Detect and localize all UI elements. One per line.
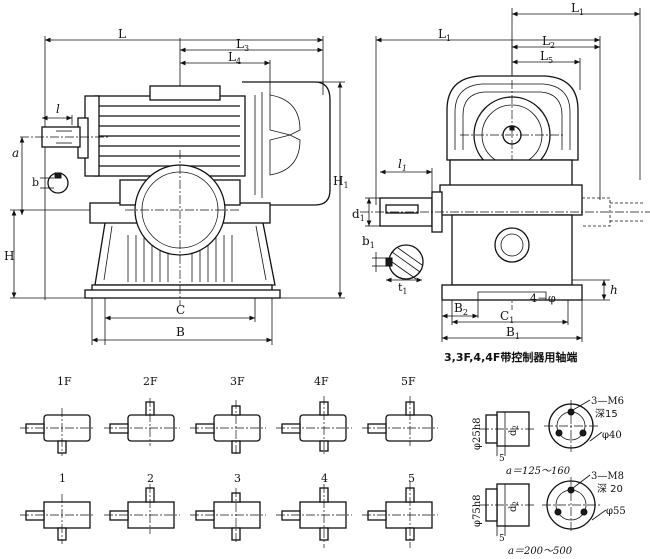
lower-holes: 3—M8 — [591, 471, 624, 482]
upper-depth: 深15 — [595, 408, 618, 420]
scheme-1 — [20, 494, 95, 544]
dim-C: C — [176, 303, 185, 317]
dim-L1: L1 — [438, 27, 451, 43]
upper-circle: φ40 — [602, 430, 622, 441]
dim-L3: L3 — [236, 37, 249, 53]
dim-b: b — [32, 176, 39, 189]
arr-label-4F: 4F — [314, 375, 329, 388]
scheme-1F — [20, 408, 95, 456]
side-view: L1 L1 L2 L5 l1 d1 b1 t1 h 4－φ B2 C1 B1 3… — [352, 1, 650, 364]
dim-L1-top: L1 — [571, 1, 584, 17]
lower-depth: 深 20 — [597, 483, 623, 495]
dim-B2: B2 — [454, 301, 468, 317]
dim-L4: L4 — [228, 50, 241, 66]
bolt-holes-label: 4－φ — [530, 292, 556, 305]
dim-a: a — [12, 146, 19, 160]
dim-h: h — [610, 283, 618, 297]
arr-label-5: 5 — [408, 472, 415, 485]
lower-circle: φ55 — [606, 506, 626, 517]
shaft-end-details: φ25h8 d2 5 3—M6 深15 φ40 a＝125～160 φ75h8 … — [472, 396, 626, 557]
lower-five: 5 — [499, 534, 505, 544]
side-view-caption: 3,3F,4,4F带控制器用轴端 — [444, 350, 577, 364]
upper-range: a＝125～160 — [506, 466, 571, 477]
upper-d2: d2 — [508, 425, 520, 436]
dim-d1: d1 — [352, 207, 365, 223]
arr-label-2: 2 — [147, 472, 154, 485]
dim-H: H — [4, 249, 14, 263]
arr-label-1: 1 — [59, 472, 66, 485]
arr-label-3: 3 — [234, 472, 241, 485]
arr-label-3F: 3F — [230, 375, 245, 388]
arr-label-4: 4 — [321, 472, 328, 485]
dim-L2: L2 — [542, 34, 555, 50]
scheme-4F — [276, 396, 352, 456]
upper-holes: 3—M6 — [591, 396, 624, 407]
dim-B1: B1 — [506, 325, 520, 341]
dim-b1: b1 — [362, 234, 375, 250]
scheme-5F — [362, 396, 438, 446]
dim-B: B — [176, 325, 185, 339]
scheme-3 — [190, 488, 266, 544]
dim-H1: H1 — [333, 174, 349, 190]
upper-dia: φ25h8 — [472, 417, 483, 450]
arr-label-5F: 5F — [401, 375, 416, 388]
scheme-3F — [190, 400, 266, 456]
upper-five: 5 — [499, 454, 505, 464]
lower-d2: d2 — [508, 501, 520, 512]
dim-l: l — [56, 102, 60, 116]
scheme-2F — [104, 398, 180, 446]
scheme-5 — [362, 482, 438, 548]
arr-label-2F: 2F — [143, 375, 158, 388]
scheme-4 — [276, 484, 352, 548]
scheme-2 — [104, 484, 180, 534]
dim-t1: t1 — [398, 281, 408, 296]
arr-label-1F: 1F — [57, 375, 72, 388]
arrangement-schemes: 1F 2F 3F 4F 5F — [20, 375, 438, 548]
lower-dia: φ75h8 — [472, 494, 483, 527]
dim-L5: L5 — [540, 49, 553, 65]
dim-L: L — [118, 27, 126, 41]
dim-C1: C1 — [500, 309, 514, 325]
front-view: L L3 L4 l a b H H1 C B — [4, 27, 349, 345]
lower-range: a＝200～500 — [508, 546, 573, 557]
dim-l1: l1 — [398, 157, 407, 173]
